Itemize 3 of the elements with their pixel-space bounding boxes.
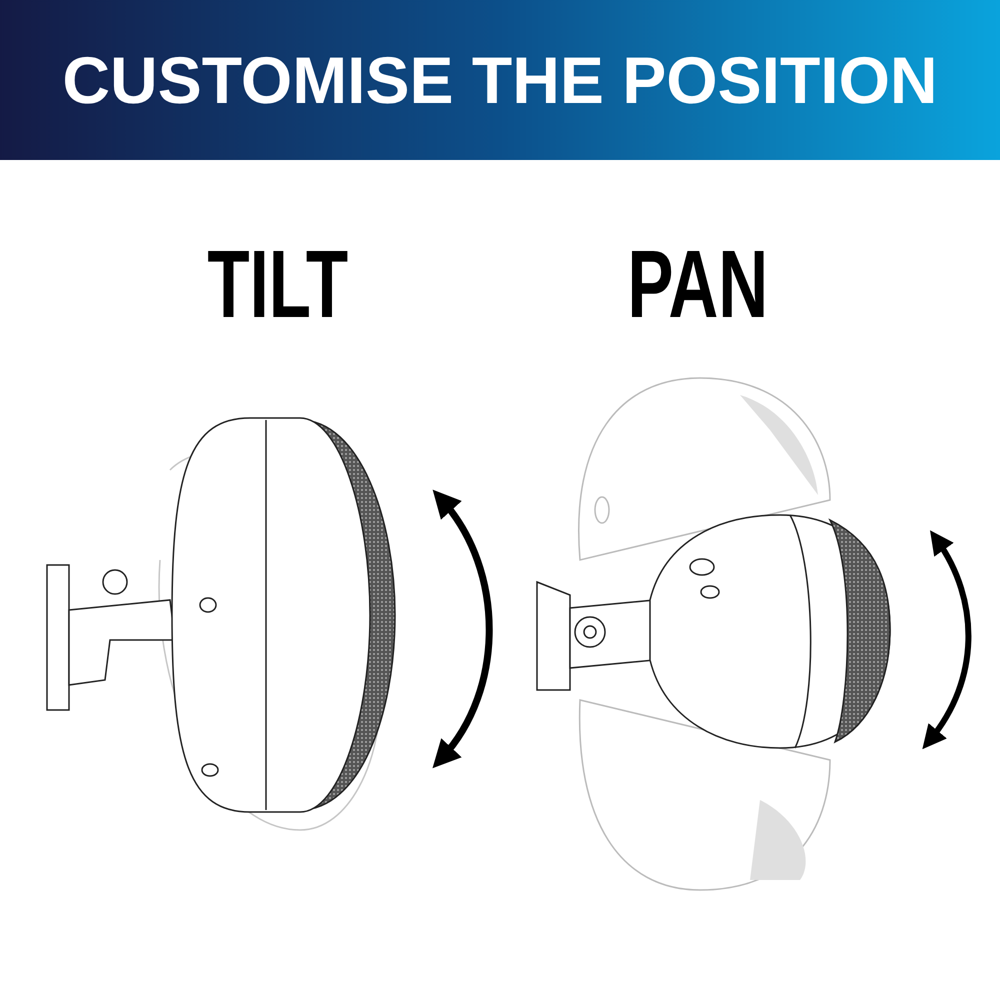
pan-heading: PAN bbox=[626, 235, 770, 335]
title: CUSTOMISE THE POSITION bbox=[61, 42, 939, 119]
tilt-heading: TILT bbox=[206, 235, 350, 335]
